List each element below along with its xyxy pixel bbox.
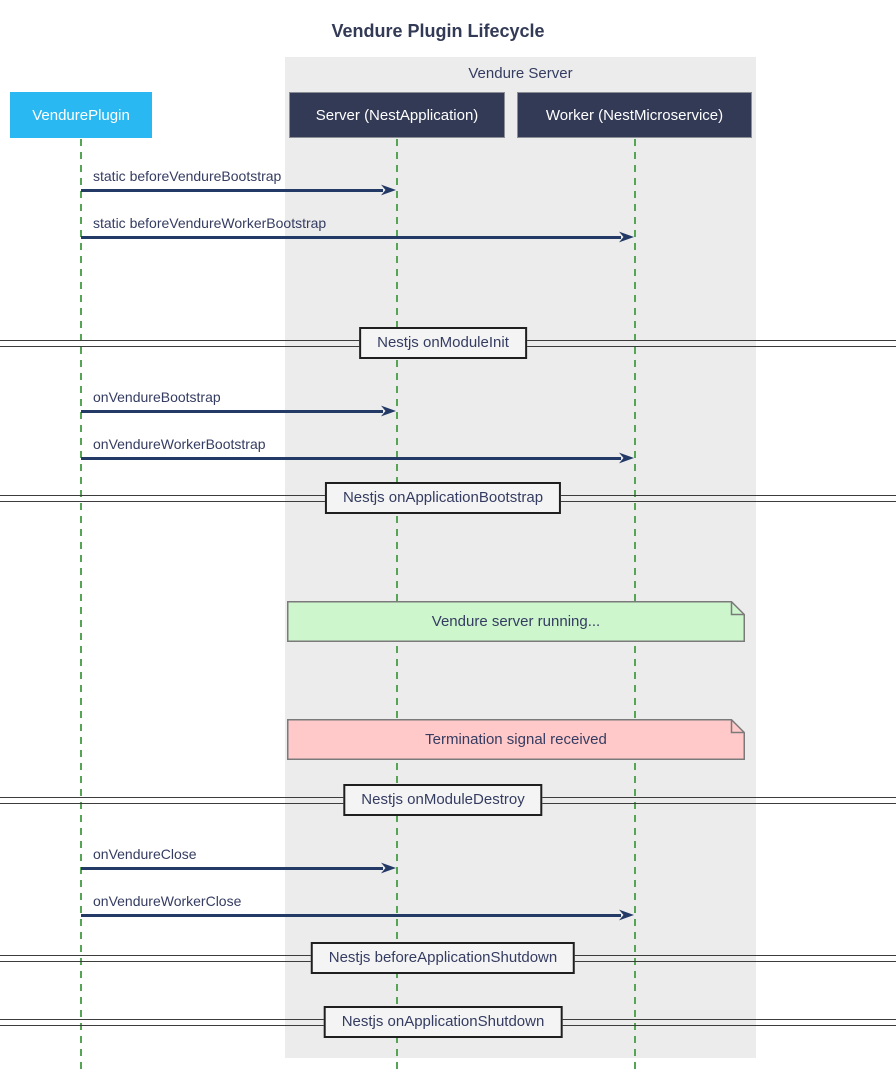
message-arrow [81,236,621,239]
diagram-title: Vendure Plugin Lifecycle [331,21,545,41]
arrow-head-icon [381,405,396,417]
note-shape [287,601,745,642]
arrow-head-icon [381,184,396,196]
note-fold-icon [730,719,745,734]
message-label: static beforeVendureWorkerBootstrap [93,215,327,231]
group-label: Vendure Server [468,65,573,82]
divider-label-box: Nestjs onApplicationShutdown [323,1006,563,1038]
note-shape [287,719,745,760]
message-arrow [81,867,383,870]
actor-label: Server (NestApplication) [315,106,479,124]
message-arrow [81,410,383,413]
divider-label-box: Nestjs beforeApplicationShutdown [310,942,576,974]
message-arrow [81,457,621,460]
note-label: Termination signal received [425,731,607,748]
message-label: onVendureClose [93,846,197,862]
message-arrow [81,189,383,192]
note-termination-signal: Termination signal received [287,719,745,760]
actor-label: VendurePlugin [32,106,130,124]
lifeline-vendure-plugin [80,139,82,1070]
note-label: Vendure server running... [431,613,601,630]
note-fold-icon [730,601,745,616]
arrow-head-icon [619,452,634,464]
actor-label: Worker (NestMicroservice) [545,106,724,124]
arrow-head-icon [381,862,396,874]
message-label: onVendureBootstrap [93,389,221,405]
actor-box-worker: Worker (NestMicroservice) [517,92,752,138]
actor-box-server: Server (NestApplication) [289,92,505,138]
actor-box-vendure-plugin: VendurePlugin [10,92,152,138]
message-arrow [81,914,621,917]
message-label: onVendureWorkerBootstrap [93,436,266,452]
divider-label-box: Nestjs onModuleDestroy [343,784,543,816]
message-label: onVendureWorkerClose [93,893,242,909]
message-label: static beforeVendureBootstrap [93,168,282,184]
divider-label-box: Nestjs onApplicationBootstrap [324,482,562,514]
group-box-vendure-server [285,57,756,1058]
divider-label-box: Nestjs onModuleInit [359,327,527,359]
arrow-head-icon [619,909,634,921]
arrow-head-icon [619,231,634,243]
note-server-running: Vendure server running... [287,601,745,642]
